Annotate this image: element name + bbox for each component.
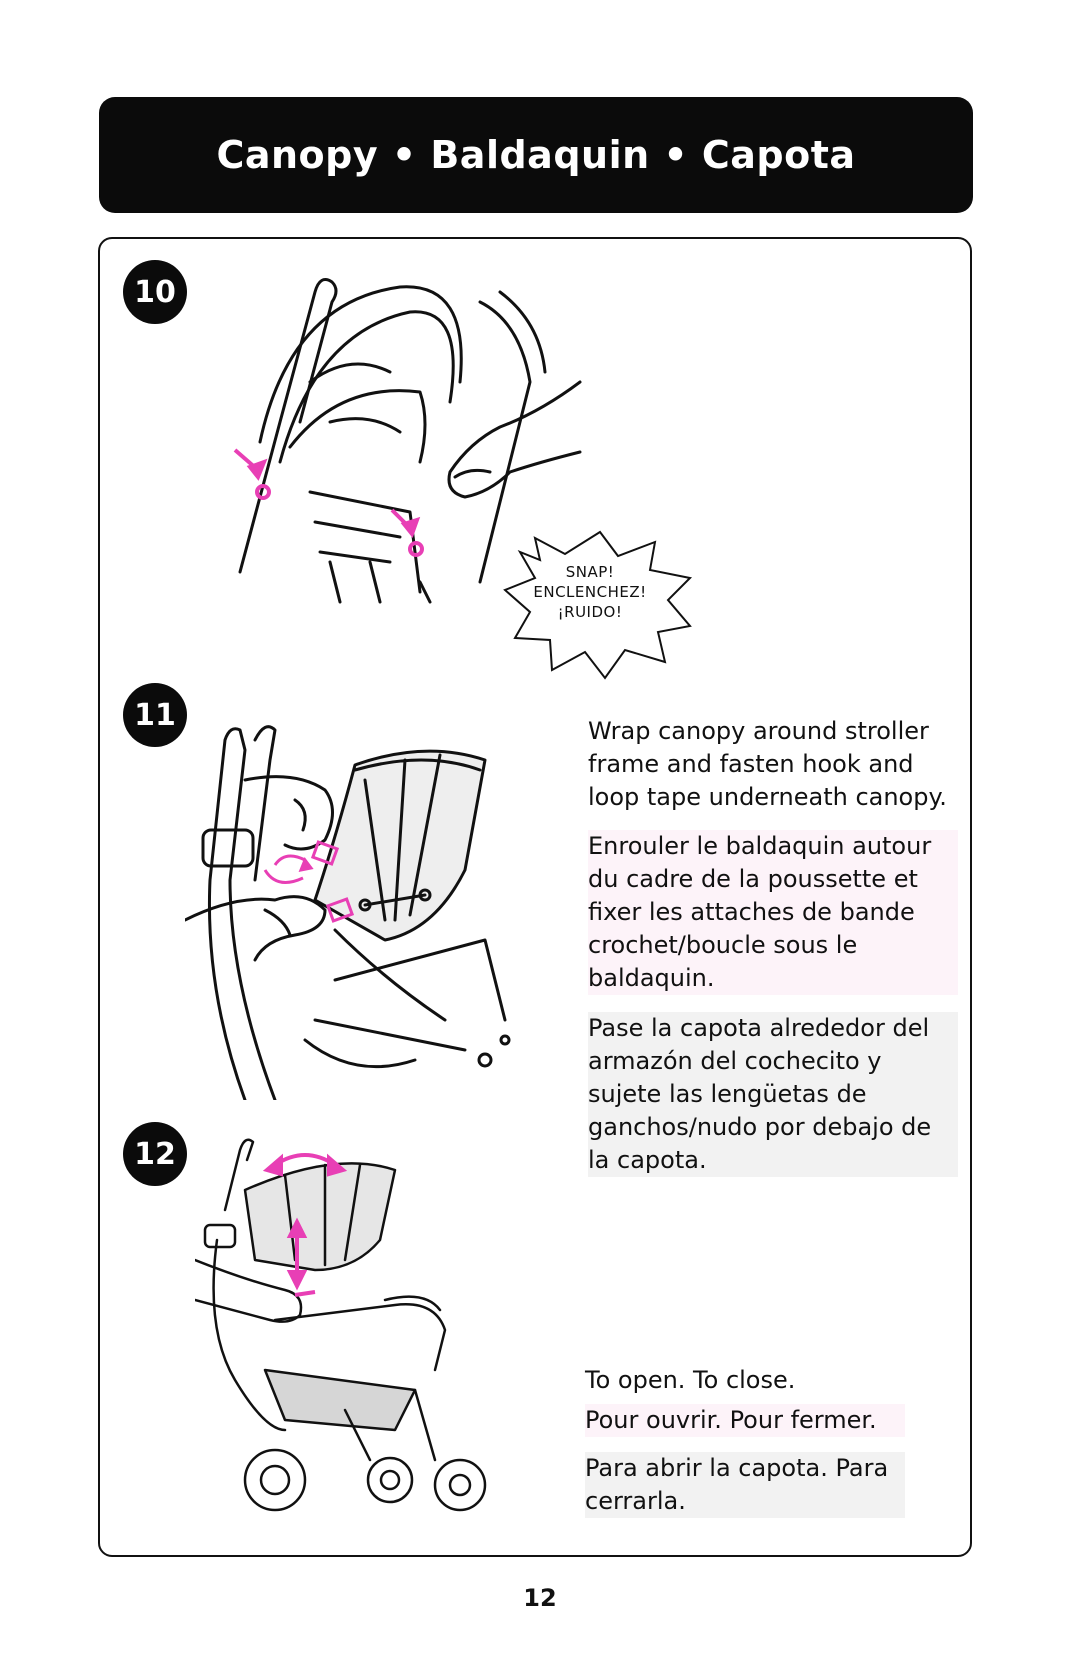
- step-number-10: 10: [123, 260, 187, 324]
- step-number-12: 12: [123, 1122, 187, 1186]
- burst-line-1: SNAP!: [565, 563, 615, 581]
- step-12-text-es: Para abrir la capota. Para cerrarla.: [585, 1452, 905, 1518]
- burst-line-3: ¡RUIDO!: [557, 603, 623, 621]
- step-12-text-en: To open. To close.: [585, 1366, 796, 1394]
- step-12-text-fr: Pour ouvrir. Pour fermer.: [585, 1404, 905, 1437]
- step-number-11: 11: [123, 683, 187, 747]
- snap-burst-icon: [503, 530, 693, 680]
- page-number: 12: [523, 1584, 557, 1612]
- page-header: Canopy • Baldaquin • Capota: [99, 97, 973, 213]
- step-11-text-es: Pase la capota alrededor del armazón del…: [588, 1012, 958, 1177]
- burst-line-2: ENCLENCHEZ!: [533, 583, 647, 601]
- step-11-text-en: Wrap canopy around stroller frame and fa…: [588, 717, 947, 811]
- step-10-illustration: [233, 278, 582, 604]
- page-title: Canopy • Baldaquin • Capota: [216, 133, 856, 177]
- snap-burst-text: SNAP! ENCLENCHEZ! ¡RUIDO!: [510, 562, 670, 622]
- step-11-illustration: [185, 725, 511, 1100]
- step-11-text-fr: Enrouler le baldaquin autour du cadre de…: [588, 830, 958, 995]
- step-12-illustration: [195, 1138, 487, 1512]
